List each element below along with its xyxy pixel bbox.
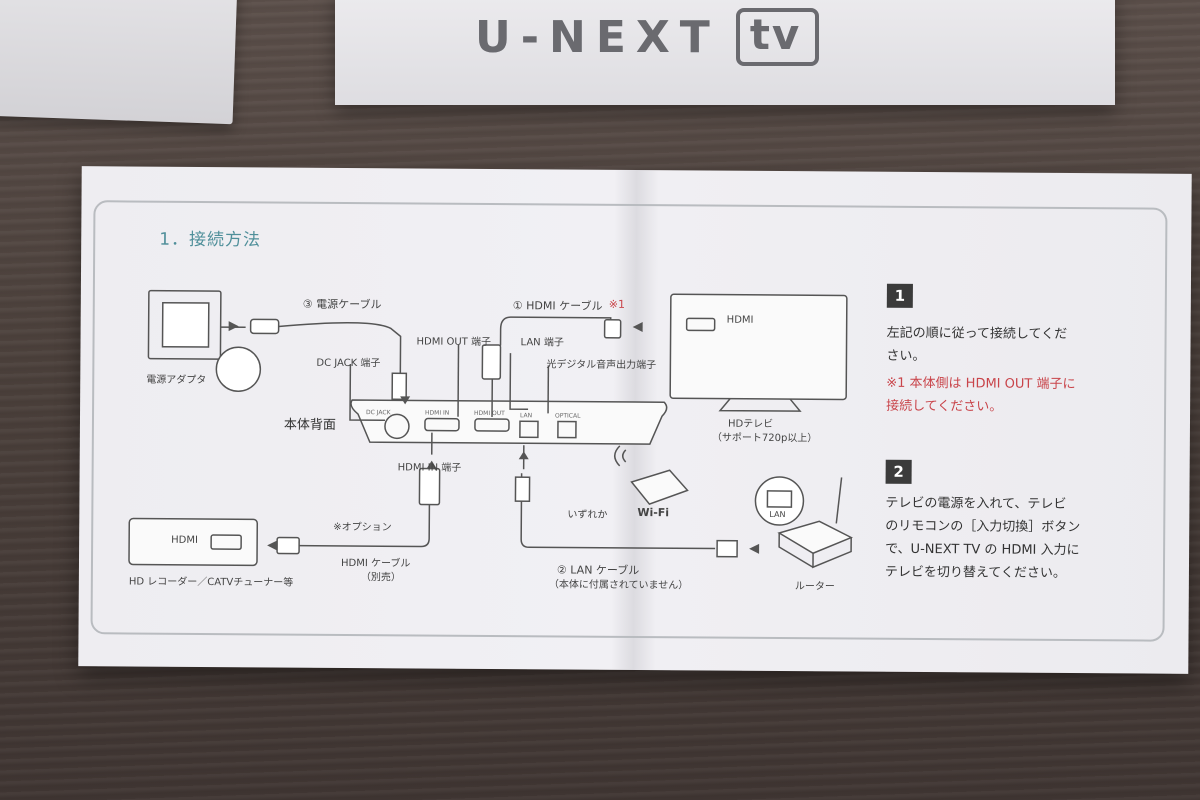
hdmi-cable-sold-label: HDMI ケーブル	[340, 557, 411, 570]
hdmi-out-port-label: HDMI OUT 端子	[416, 336, 492, 348]
power-adapter-icon	[161, 301, 210, 348]
step-1-note-line-2: 接続してください。	[886, 398, 1003, 415]
svg-text:DC JACK: DC JACK	[366, 409, 392, 416]
tv-hdmi-label: HDMI	[726, 314, 754, 326]
wifi-device-icon	[630, 469, 689, 505]
step-1-line-1: 左記の順に従って接続してくだ	[886, 325, 1068, 343]
step-1-text: 左記の順に従って接続してくだ さい。	[886, 322, 1116, 370]
step-2-line-2: のリモコンの［入力切換］ボタン	[885, 518, 1081, 536]
step-2-text: テレビの電源を入れて、テレビ のリモコンの［入力切換］ボタン で、U-NEXT …	[885, 492, 1116, 586]
product-box: U-NEXT tv	[335, 0, 1115, 105]
recorder-icon	[128, 517, 259, 567]
power-cable-label: ③ 電源ケーブル	[302, 297, 382, 312]
recorder-label: HD レコーダー／CATVチューナー等	[128, 576, 294, 589]
brand-name: U-NEXT	[475, 11, 720, 63]
lan-port-detail-icon	[754, 476, 805, 526]
either-label: いずれか	[567, 509, 608, 521]
wall-outlet-icon	[147, 289, 222, 360]
lan-not-included-label: （本体に付属されていません）	[548, 579, 689, 592]
connection-arrows	[228, 321, 760, 554]
hdmi-in-port-label: HDMI IN 端子	[397, 462, 462, 474]
brand-logo: U-NEXT tv	[475, 8, 820, 66]
dc-jack-port-label: DC JACK 端子	[316, 357, 381, 370]
brand-tv-mark: tv	[735, 8, 820, 66]
hdmi-note-mark: ※1	[608, 297, 626, 311]
recorder-hdmi-label: HDMI	[171, 534, 198, 546]
svg-text:LAN: LAN	[769, 510, 785, 519]
hd-tv-label: HDテレビ	[727, 418, 774, 430]
option-label: ※オプション	[333, 521, 392, 534]
hd-tv-icon	[669, 293, 848, 401]
adapter-detail-icon	[215, 346, 262, 392]
svg-text:LAN: LAN	[520, 412, 532, 419]
lan-port-label: LAN 端子	[520, 337, 564, 349]
svg-text:OPTICAL: OPTICAL	[555, 412, 581, 419]
power-cable	[278, 321, 402, 374]
step-1-note: ※1 本体側は HDMI OUT 端子に 接続してください。	[886, 372, 1116, 420]
svg-text:HDMI IN: HDMI IN	[425, 410, 449, 417]
svg-text:HDMI OUT: HDMI OUT	[474, 410, 505, 417]
step-1-note-line-1: ※1 本体側は HDMI OUT 端子に	[886, 375, 1076, 393]
connection-diagram: DC JACK HDMI IN HDMI OUT LAN OPTICAL LAN	[128, 289, 853, 569]
step-2-line-3: で、U-NEXT TV の HDMI 入力に	[885, 541, 1080, 559]
step-1-number: 1	[886, 283, 913, 308]
step-2-line-4: テレビを切り替えてください。	[884, 564, 1066, 582]
step-2-number: 2	[885, 459, 912, 484]
unit-back-label: 本体背面	[283, 417, 337, 433]
optical-port-label: 光デジタル音声出力端子	[546, 359, 657, 372]
product-box-lid	[0, 0, 238, 125]
router-icon	[777, 520, 853, 555]
sold-separately-label: （別売）	[360, 572, 401, 584]
power-adapter-label: 電源アダプタ	[146, 374, 207, 387]
step-2-line-1: テレビの電源を入れて、テレビ	[885, 495, 1067, 513]
router-label: ルーター	[794, 581, 835, 593]
step-1-line-2: さい。	[886, 348, 926, 365]
hd-tv-support-label: （サポート720p以上）	[711, 432, 818, 445]
instruction-booklet: 1．接続方法	[78, 166, 1192, 674]
hdmi-cable-tv-label: ① HDMI ケーブル	[512, 299, 603, 313]
wifi-label: Wi-Fi	[637, 506, 670, 520]
